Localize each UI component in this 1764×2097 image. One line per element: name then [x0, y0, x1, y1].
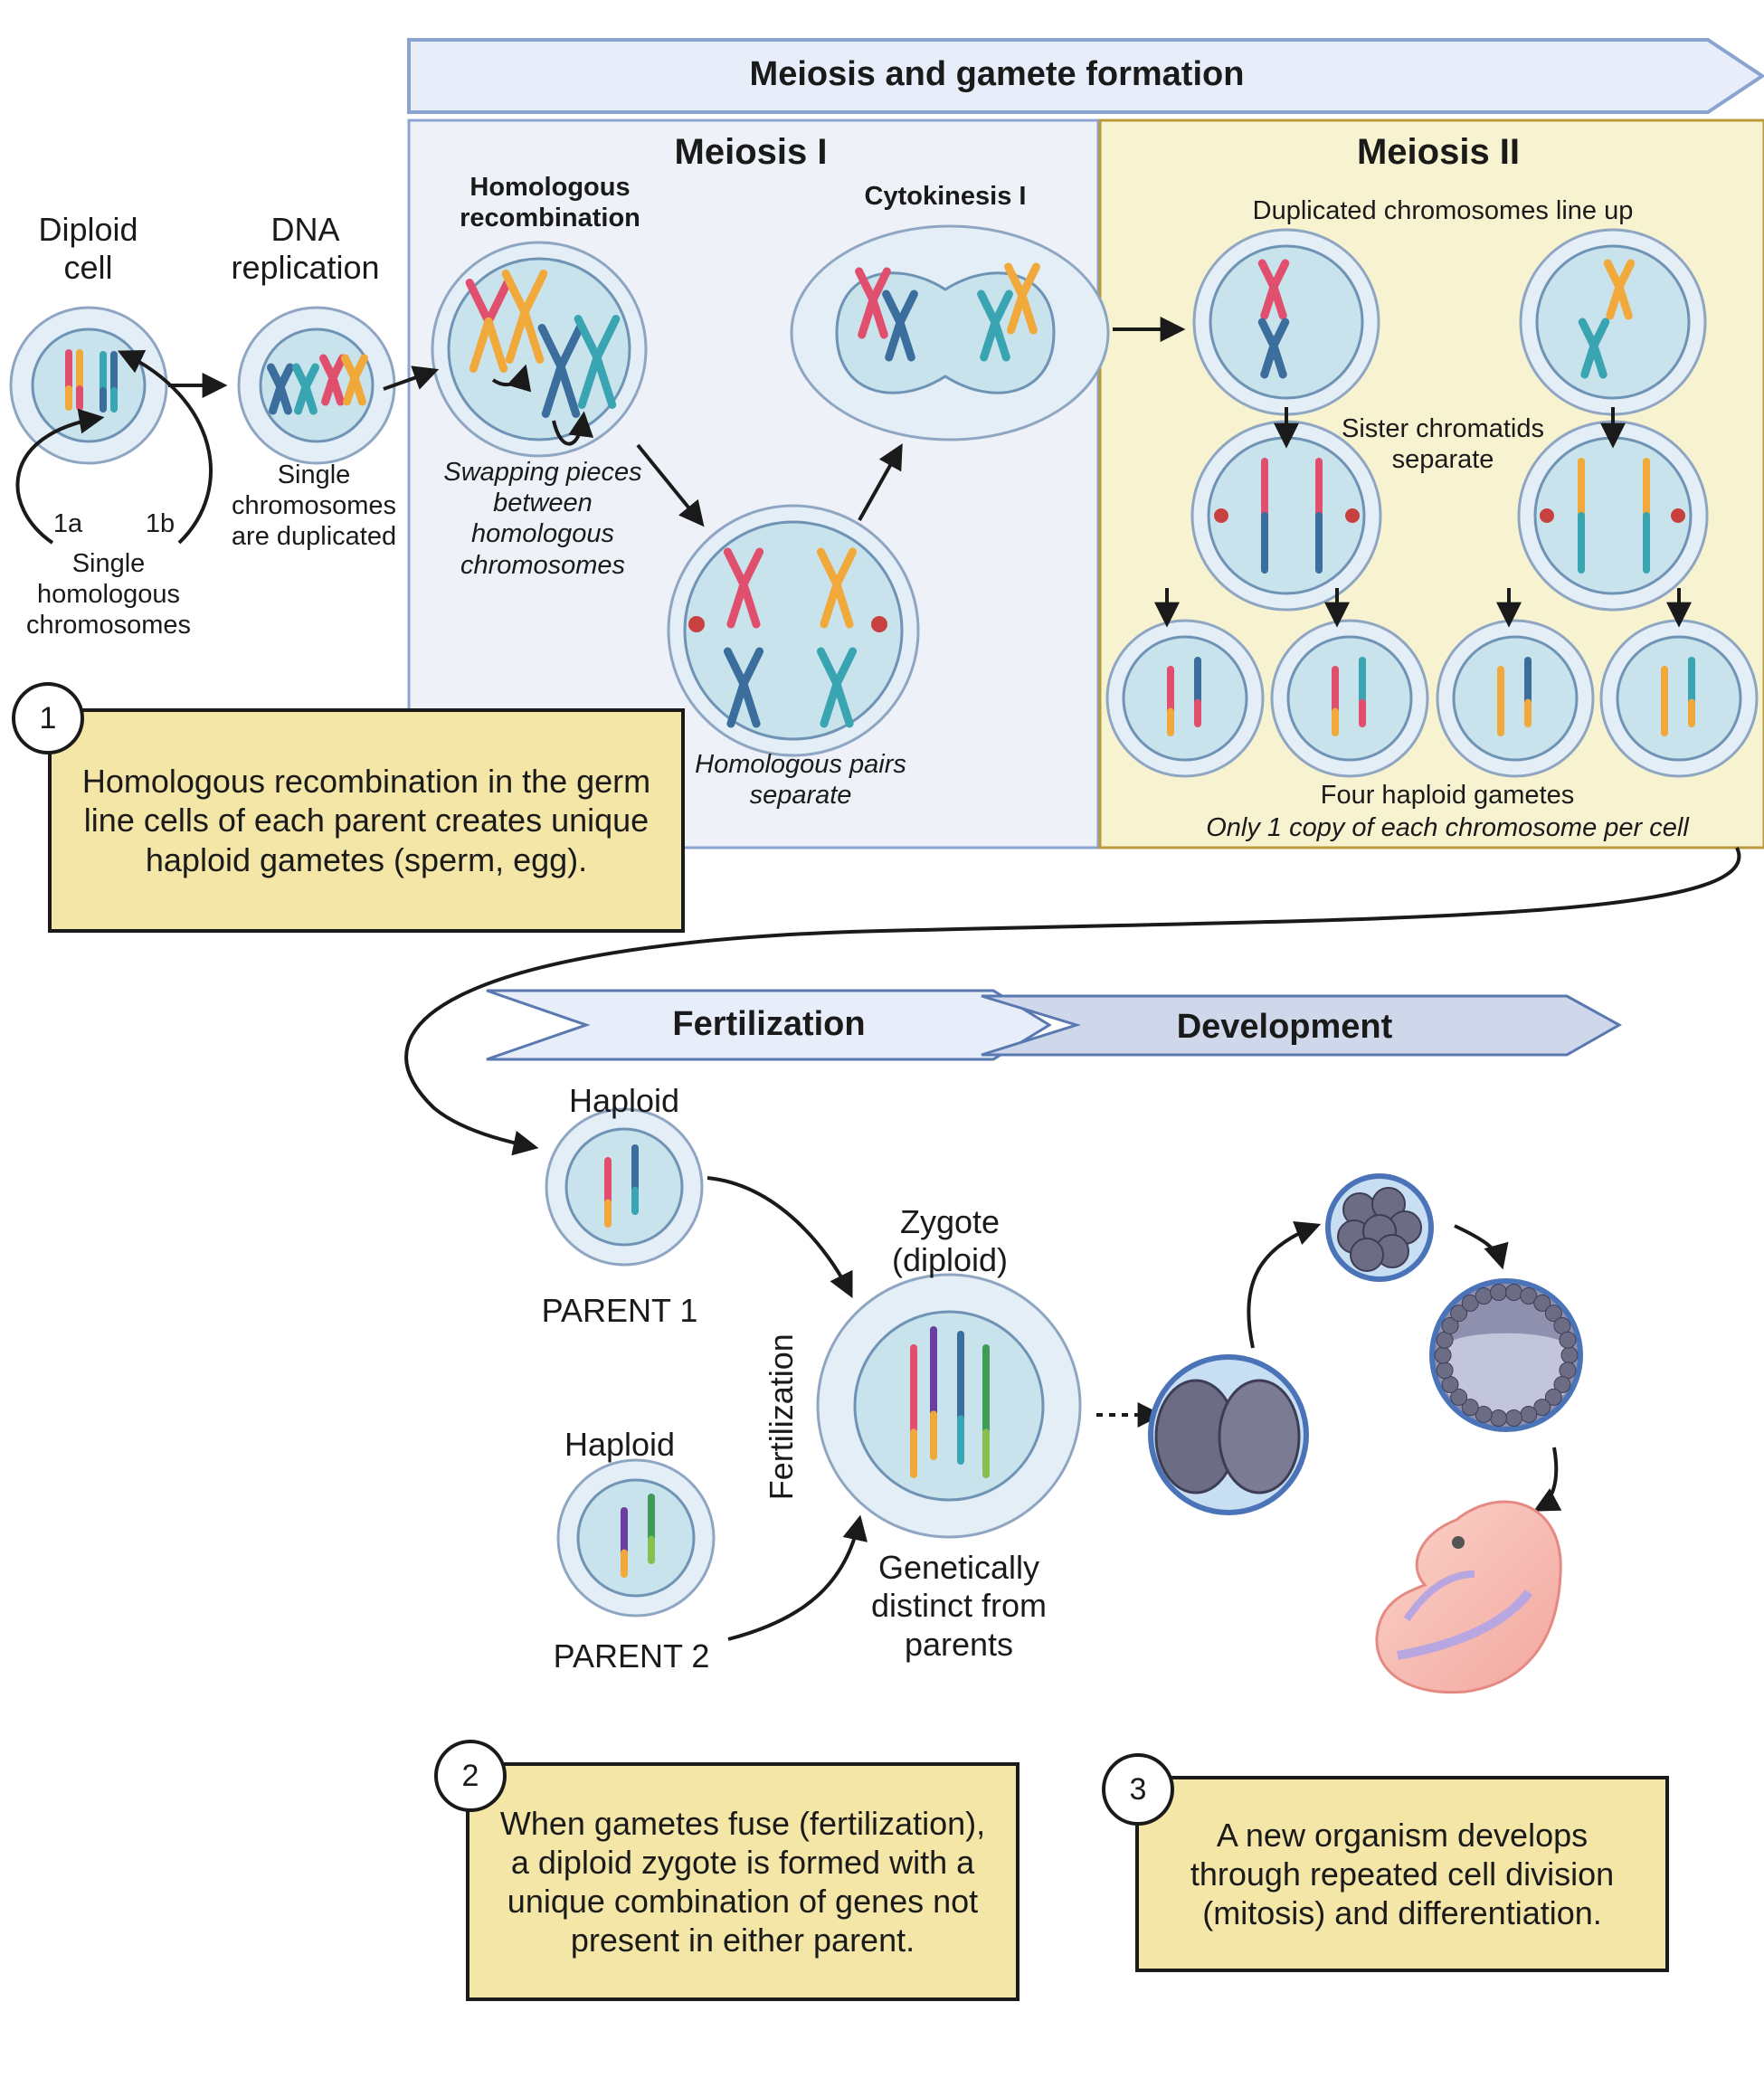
cytokinesis-label: Cytokinesis I [864, 182, 1027, 211]
process-arrows [15, 317, 1741, 1641]
meiosis2-cell-b [1519, 228, 1707, 416]
two-cell-embryo [1148, 1354, 1309, 1515]
meiosis2-title: Meiosis II [1356, 132, 1521, 172]
blastocyst [1429, 1278, 1583, 1432]
embryo [1375, 1500, 1562, 1694]
single-duplicated-label: Single chromosomes are duplicated [231, 460, 397, 552]
pairs-separate-cell [667, 504, 920, 757]
recombination-cell [431, 241, 648, 458]
meiosis1-title: Meiosis I [674, 132, 828, 172]
one-copy-label: Only 1 copy of each chromosome per cell [1206, 813, 1689, 842]
diploid-cell-label: Diploid cell [38, 211, 138, 287]
development-banner-label: Development [1176, 1008, 1393, 1046]
callout-1-text: Homologous recombination in the germ lin… [81, 763, 651, 878]
zygote-cell [816, 1273, 1082, 1539]
callout-3-number: 3 [1129, 1771, 1147, 1807]
callout-3-badge: 3 [1102, 1753, 1174, 1826]
haploid-1-label: Haploid [568, 1082, 680, 1119]
callout-2-badge: 2 [434, 1740, 507, 1812]
single-homologous-label: Single homologous chromosomes [25, 549, 192, 640]
pairs-separate-label: Homologous pairs separate [695, 750, 906, 811]
zygote-label: Zygote (diploid) [891, 1203, 1009, 1279]
meiosis-banner-label: Meiosis and gamete formation [749, 55, 1245, 93]
gamete-cell-4 [1599, 619, 1759, 778]
label-1b: 1b [145, 509, 175, 538]
haploid-2-label: Haploid [564, 1426, 676, 1463]
callout-2-number: 2 [461, 1758, 479, 1793]
fertilization-vertical-label: Fertilization [762, 1333, 800, 1501]
sister-separate-label: Sister chromatids separate [1341, 414, 1544, 475]
callout-1-badge: 1 [12, 682, 84, 754]
four-gametes-label: Four haploid gametes [1320, 781, 1575, 810]
meiosis2-cell-a [1192, 228, 1380, 416]
callout-3-box: A new organism develops through repeated… [1135, 1776, 1669, 1972]
parent2-haploid-cell [556, 1458, 716, 1618]
homologous-recombination-label: Homologous recombination [460, 173, 640, 233]
fertilization-banner-label: Fertilization [672, 1005, 866, 1043]
callout-3-text: A new organism develops through repeated… [1190, 1816, 1615, 1932]
genetically-distinct-label: Genetically distinct from parents [870, 1549, 1048, 1663]
parent1-haploid-cell [545, 1107, 704, 1267]
callout-2-box: When gametes fuse (fertilization), a dip… [466, 1762, 1020, 2001]
callout-1-box: Homologous recombination in the germ lin… [48, 708, 685, 933]
callout-2-text: When gametes fuse (fertilization), a dip… [499, 1804, 986, 1959]
parent-2-label: PARENT 2 [553, 1637, 710, 1675]
gamete-cell-2 [1270, 619, 1429, 778]
line-up-label: Duplicated chromosomes line up [1252, 196, 1634, 225]
label-1a: 1a [52, 509, 83, 538]
sister-separate-cell-b [1517, 420, 1709, 612]
gamete-cell-1 [1105, 619, 1265, 778]
fertilization-banner-shape [486, 989, 1052, 1061]
parent-1-label: PARENT 1 [541, 1292, 698, 1329]
diploid-cell [9, 306, 168, 465]
gamete-cell-3 [1436, 619, 1595, 778]
dna-replication-label: DNA replication [231, 211, 380, 287]
callout-1-number: 1 [39, 700, 57, 735]
swapping-label: Swapping pieces between homologous chrom… [443, 458, 642, 580]
meiosis-banner-shape [407, 38, 1764, 114]
sister-separate-cell-a [1190, 420, 1382, 612]
cytokinesis-cell [790, 224, 1110, 441]
replicated-cell [237, 306, 396, 465]
development-banner-shape [981, 994, 1623, 1057]
morula [1325, 1173, 1434, 1282]
